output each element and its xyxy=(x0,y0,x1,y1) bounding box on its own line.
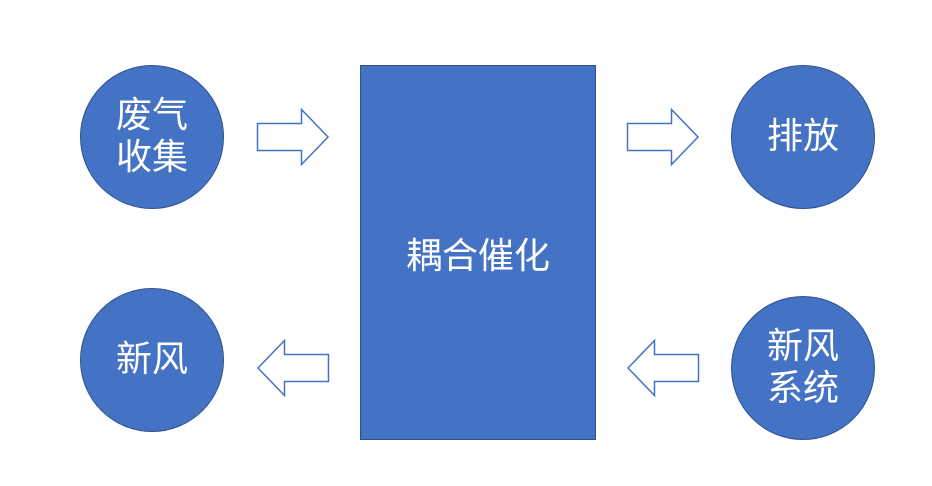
left-arrow-icon xyxy=(256,339,330,397)
arrow-catalysis-to-discharge xyxy=(626,108,700,166)
coupled-catalysis-box: 耦合催化 xyxy=(360,65,596,440)
fresh-air-system-label: 新风系统 xyxy=(766,326,839,409)
right-arrow-icon xyxy=(626,108,700,166)
arrow-catalysis-to-fresh-air xyxy=(256,339,330,397)
waste-gas-collection-node: 废气收集 xyxy=(80,65,224,209)
arrow-fresh-air-system-to-catalysis xyxy=(626,339,700,397)
fresh-air-node: 新风 xyxy=(80,288,224,432)
left-arrow-icon xyxy=(626,339,700,397)
discharge-node: 排放 xyxy=(731,65,875,209)
arrow-collection-to-catalysis xyxy=(256,108,330,166)
discharge-label: 排放 xyxy=(766,116,839,157)
fresh-air-system-node: 新风系统 xyxy=(731,296,875,440)
fresh-air-label: 新风 xyxy=(115,339,188,380)
right-arrow-icon xyxy=(256,108,330,166)
waste-gas-collection-label: 废气收集 xyxy=(115,95,188,178)
coupled-catalysis-label: 耦合催化 xyxy=(405,235,550,277)
